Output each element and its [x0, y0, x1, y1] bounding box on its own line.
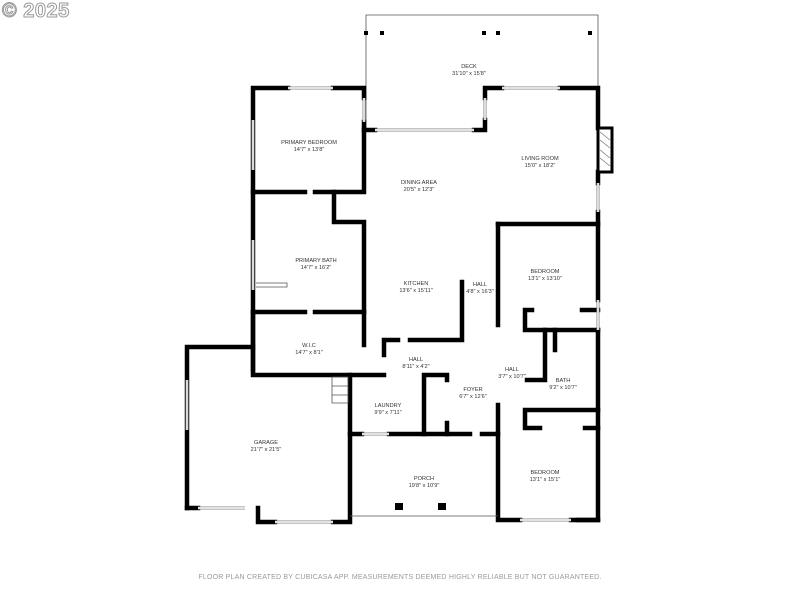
room-name: PRIMARY BATH: [295, 258, 336, 264]
room-name: KITCHEN: [404, 281, 429, 287]
room-name: HALL: [505, 367, 519, 373]
room-dims: 15'0" x 18'2": [525, 163, 556, 169]
room-labels: DECK 31'10" x 15'8" PRIMARY BEDROOM 14'7…: [251, 64, 577, 489]
room-name: DINING AREA: [401, 180, 437, 186]
room-name: GARAGE: [254, 440, 278, 446]
room-name: HALL: [409, 357, 423, 363]
room-name: BATH: [556, 378, 571, 384]
fireplace: [596, 126, 614, 174]
room-name: BEDROOM: [531, 269, 560, 275]
room-name: DECK: [461, 64, 477, 70]
room-dims: 14'7" x 13'8": [294, 147, 325, 153]
room-dims: 9'2" x 10'7": [549, 385, 577, 391]
room-name: PORCH: [414, 476, 434, 482]
room-dims: 21'7" x 21'5": [251, 447, 282, 453]
room-name: PRIMARY BEDROOM: [281, 140, 337, 146]
walls: [184, 85, 601, 525]
room-dims: 4'8" x 16'3": [466, 289, 494, 295]
room-dims: 13'6" x 15'11": [399, 288, 432, 294]
room-dims: 13'1" x 13'10": [528, 276, 562, 282]
room-dims: 8'11" x 4'2": [402, 364, 429, 370]
room-dims: 20'5" x 12'3": [404, 187, 435, 193]
room-name: W.I.C: [302, 343, 316, 349]
room-name: FOYER: [463, 387, 482, 393]
porch-posts: [350, 503, 498, 517]
room-dims: 6'7" x 12'6": [459, 394, 487, 400]
room-dims: 14'7" x 8'1": [295, 350, 323, 356]
room-dims: 31'10" x 15'8": [452, 71, 486, 77]
garage-steps: [331, 376, 349, 404]
room-name: LIVING ROOM: [521, 156, 559, 162]
disclaimer-footer: FLOOR PLAN CREATED BY CUBICASA APP. MEAS…: [198, 574, 602, 581]
room-name: LAUNDRY: [375, 403, 402, 409]
shower-bench: [256, 282, 288, 288]
room-dims: 9'9" x 7'11": [374, 410, 401, 416]
deck-outline: [364, 14, 599, 130]
room-dims: 14'7" x 16'2": [301, 265, 332, 271]
room-name: BEDROOM: [531, 470, 560, 476]
room-name: HALL: [473, 282, 487, 288]
room-dims: 19'8" x 10'9": [409, 483, 440, 489]
windows: [185, 86, 600, 524]
copyright-watermark: © 2025: [2, 0, 70, 23]
room-dims: 3'7" x 10'7": [498, 374, 526, 380]
room-dims: 13'1" x 15'1": [530, 477, 561, 483]
